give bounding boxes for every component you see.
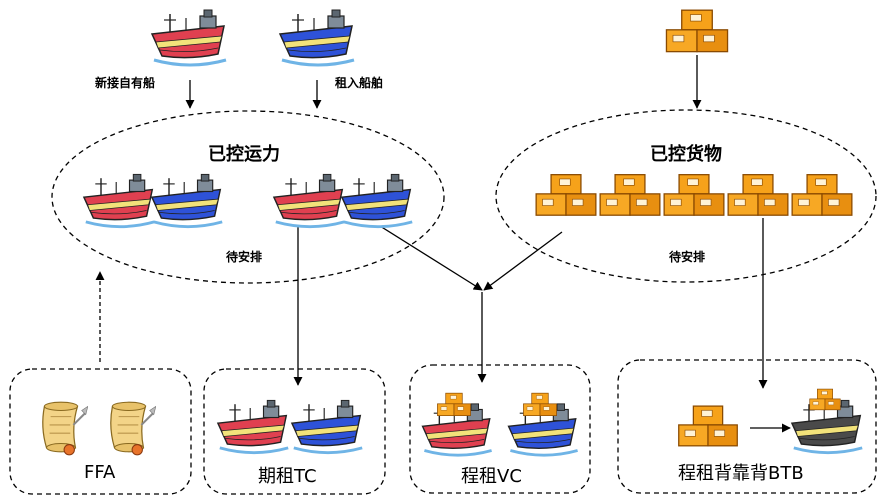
ffa-label: FFA: [84, 462, 116, 483]
btb-cargo-icon: [678, 405, 738, 447]
capacity-ship-icon: [340, 172, 414, 229]
ffa-box: [9, 368, 192, 495]
cargo-pending-label: 待安排: [669, 250, 706, 264]
incoming-cargo-icon: [665, 9, 729, 53]
arrow-cargo-to-vc: [483, 231, 563, 291]
cargo-icon: [599, 174, 661, 216]
btb-ship-cargo-icon: [809, 388, 841, 411]
own-ship-label: 新接自有船: [95, 76, 156, 90]
vc-cargo-icon: [523, 392, 557, 416]
cargo-ellipse: [495, 109, 877, 283]
tc-ship-icon: [290, 398, 364, 455]
charter-in-label: 租入船舶: [335, 76, 384, 90]
capacity-ellipse: [51, 110, 445, 284]
arrow-ship-to-vc: [379, 225, 483, 291]
cargo-title: 已控货物: [650, 144, 722, 165]
capacity-pending-label: 待安排: [226, 250, 263, 264]
btb-label: 程租背靠背BTB: [678, 463, 804, 484]
cargo-icon: [663, 174, 725, 216]
btb-box: [617, 359, 877, 494]
cargo-icon: [727, 174, 789, 216]
tc-ship-icon: [216, 398, 290, 455]
charter-in-ship-icon: [278, 8, 356, 67]
own-ship-icon: [150, 8, 228, 67]
vc-label: 程租VC: [461, 466, 522, 487]
tc-label: 期租TC: [258, 466, 317, 487]
ffa-scroll-icon: [41, 401, 88, 456]
capacity-ship-icon: [272, 172, 346, 229]
cargo-icon: [791, 174, 853, 216]
capacity-ship-icon: [82, 172, 156, 229]
cargo-icon: [535, 174, 597, 216]
capacity-title: 已控运力: [208, 144, 280, 165]
tc-box: [203, 368, 386, 495]
vc-cargo-icon: [437, 392, 471, 416]
vc-box: [409, 364, 591, 494]
ffa-scroll-icon: [109, 401, 156, 456]
capacity-ship-icon: [150, 172, 224, 229]
